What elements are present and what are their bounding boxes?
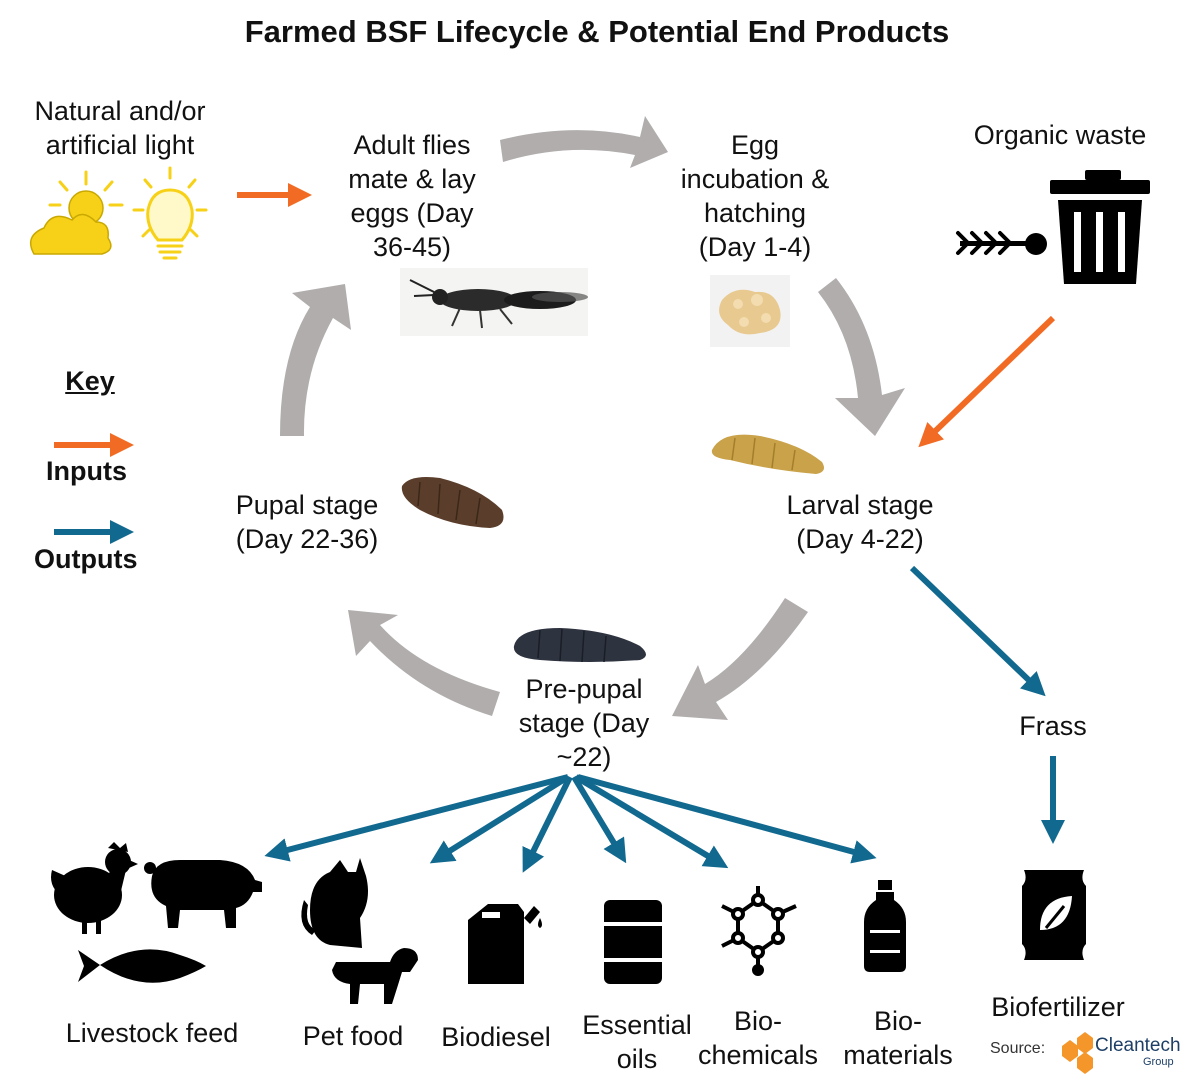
pig-icon — [144, 860, 262, 928]
oils-line-1: Essential — [582, 1010, 692, 1040]
chicken-icon — [51, 842, 138, 934]
adult-line-3: eggs (Day — [350, 198, 474, 228]
output-arrow-materials — [577, 774, 877, 864]
cycle-arrow-larval-to-prepupal — [672, 598, 808, 720]
sun-cloud-icon — [29, 170, 124, 255]
bottle-icon — [864, 880, 906, 972]
diagram-title: Farmed BSF Lifecycle & Potential End Pro… — [244, 14, 950, 49]
prepupal-line-3: ~22) — [556, 742, 612, 772]
dog-icon — [332, 948, 418, 1004]
key-heading: Key — [65, 366, 115, 396]
light-bulb-icon — [132, 166, 208, 260]
light-input-label: Natural and/or artificial light — [20, 94, 220, 162]
cycle-arrows — [280, 116, 905, 720]
chemicals-line-1: Bio- — [733, 1006, 782, 1036]
larval-line-2: (Day 4-22) — [796, 524, 924, 554]
eggs-image — [710, 275, 790, 347]
egg-line-3: hatching — [703, 198, 807, 228]
larva-image — [711, 434, 824, 474]
chemicals-line-2: chemicals — [697, 1040, 819, 1070]
cleantech-logo-icon — [1062, 1032, 1093, 1074]
adult-line-1: Adult flies — [353, 130, 471, 160]
oil-barrel-icon — [604, 900, 662, 984]
product-biodiesel-label: Biodiesel — [441, 1022, 551, 1052]
molecule-icon — [721, 886, 797, 976]
output-arrow-livestock — [264, 774, 569, 862]
stage-prepupal-label: Pre-pupal stage (Day ~22) — [494, 672, 674, 774]
product-biofertilizer-label: Biofertilizer — [991, 992, 1125, 1022]
fertilizer-bag-icon — [1022, 870, 1086, 960]
output-arrow-biodiesel — [522, 775, 573, 873]
output-arrow-oils — [571, 775, 627, 864]
pupal-line-2: (Day 22-36) — [235, 524, 379, 554]
source-label: Source: — [990, 1040, 1046, 1057]
pupal-line-1: Pupal stage — [235, 490, 379, 520]
adult-line-4: 36-45) — [372, 232, 452, 262]
prepupal-line-2: stage (Day — [518, 708, 650, 738]
fish-bone-icon — [956, 231, 1047, 255]
output-arrow-chemicals — [574, 774, 729, 869]
product-oils-label: Essential oils — [572, 1008, 702, 1076]
product-livestock-label: Livestock feed — [65, 1018, 239, 1048]
organic-waste-label: Organic waste — [973, 120, 1147, 150]
cycle-arrow-pupal-to-adult — [280, 284, 351, 436]
adult-line-2: mate & lay — [348, 164, 476, 194]
light-label-line-2: artificial light — [45, 130, 195, 160]
output-arrows — [264, 565, 1065, 873]
product-chemicals-label: Bio- chemicals — [692, 1004, 824, 1072]
key-outputs-label: Outputs — [34, 544, 138, 574]
light-label-line-1: Natural and/or — [34, 96, 206, 126]
oils-line-2: oils — [616, 1044, 658, 1074]
stage-egg-label: Egg incubation & hatching (Day 1-4) — [660, 128, 850, 264]
source-brand-sub: Group — [1143, 1056, 1174, 1068]
product-materials-label: Bio- materials — [832, 1004, 964, 1072]
trash-can-icon — [1050, 170, 1150, 284]
cycle-arrow-egg-to-larval — [818, 278, 905, 436]
product-pet-label: Pet food — [302, 1021, 404, 1051]
stage-pupal-label: Pupal stage (Day 22-36) — [212, 488, 402, 556]
egg-line-1: Egg — [730, 130, 780, 160]
egg-line-4: (Day 1-4) — [698, 232, 812, 262]
cat-icon — [301, 858, 368, 948]
fish-icon — [78, 949, 206, 983]
materials-line-1: Bio- — [873, 1006, 922, 1036]
larval-line-1: Larval stage — [786, 490, 934, 520]
adult-fly-image — [400, 268, 588, 336]
prepupa-image — [513, 628, 646, 663]
prepupal-line-1: Pre-pupal — [525, 674, 643, 704]
output-arrow-pet — [429, 774, 570, 864]
stage-adult-label: Adult flies mate & lay eggs (Day 36-45) — [322, 128, 502, 264]
input-arrow-waste — [918, 315, 1056, 448]
pupa-image — [401, 477, 504, 528]
cycle-arrow-prepupal-to-pupal — [348, 610, 500, 716]
jerrycan-icon — [468, 904, 542, 984]
egg-line-2: incubation & — [680, 164, 830, 194]
frass-label: Frass — [1019, 711, 1087, 741]
key-inputs-label: Inputs — [46, 456, 127, 486]
materials-line-2: materials — [843, 1040, 953, 1070]
source-brand: Cleantech — [1095, 1035, 1181, 1056]
stage-larval-label: Larval stage (Day 4-22) — [770, 488, 950, 556]
cycle-arrow-adult-to-egg — [500, 116, 668, 168]
output-arrow-frass — [909, 565, 1046, 697]
